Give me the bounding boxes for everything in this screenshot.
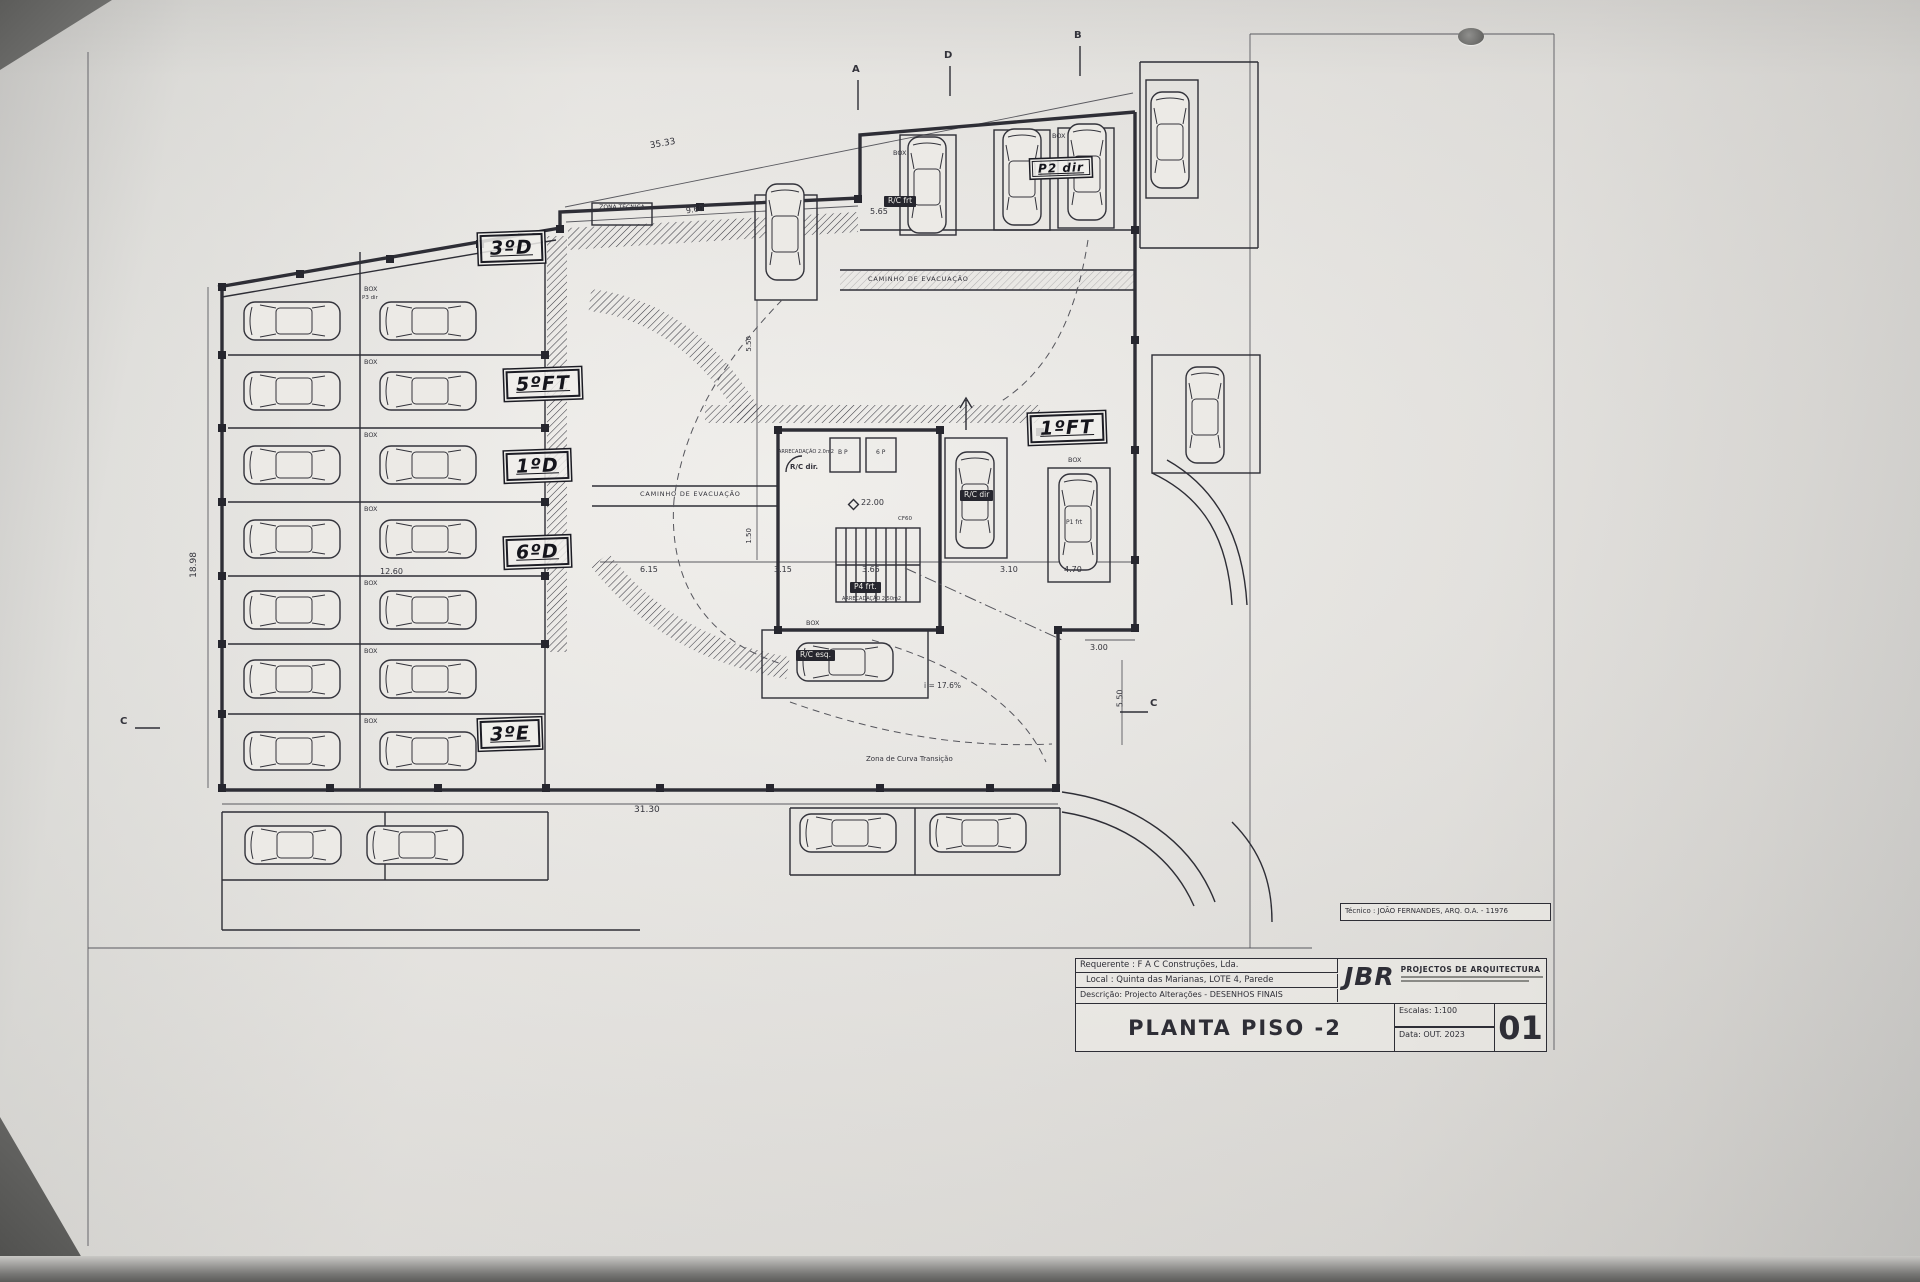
firm-address-microtext-2 [1400, 980, 1529, 982]
zona-tecnica-label: ZONA TÉCNICA [599, 204, 645, 211]
dimension-lines [207, 92, 1135, 805]
dim-31-30: 31.30 [634, 805, 660, 815]
dim-3-10: 3.10 [1000, 565, 1018, 574]
handwritten-unit-1ft: 1ºFT [1029, 412, 1105, 444]
handwritten-unit-3e: 3ºE [479, 718, 541, 750]
handwritten-unit-1d: 1ºD [505, 450, 570, 482]
hole-punch [1458, 28, 1484, 45]
firm-address-microtext-1 [1400, 976, 1543, 978]
stall-label-p3-dir: P3 dir [362, 295, 378, 301]
box-label-center: BOX [806, 619, 820, 627]
dim-3-00: 3.00 [1090, 643, 1108, 652]
elevator-label-bp: B P [838, 449, 848, 456]
paper-edge-shadow-bottom [0, 1256, 1920, 1282]
stall-label-p1-frt: P1 frt [1066, 519, 1083, 526]
date-cell: Data: OUT. 2023 [1394, 1027, 1494, 1051]
section-marker-c-left: C [120, 716, 128, 727]
door-label-cf60: CF60 [898, 516, 913, 522]
section-marker-b: B [1074, 30, 1082, 41]
dim-3-15: 3.15 [774, 565, 792, 574]
level-mark: 22.00 [861, 498, 884, 507]
room-label-rc-dir: R/C dir. [790, 463, 819, 471]
storage-label-20: ARRECADAÇÃO 2.0m2 [778, 449, 834, 455]
section-marker-d: D [944, 50, 953, 61]
handwritten-unit-1ft-text: 1ºFT [1039, 416, 1095, 440]
dim-5-50-right: 5.50 [1115, 689, 1125, 708]
dim-12-60: 12.60 [380, 567, 403, 576]
elevator-label-6p: 6 P [876, 449, 886, 456]
ramp-slope-label: i = 17.6% [924, 681, 961, 690]
box-label-topright2: BOX [1052, 132, 1066, 140]
dim-18-98: 18.98 [188, 552, 199, 578]
scale-cell: Escalas: 1:100 [1394, 1003, 1494, 1027]
handwritten-unit-1d-text: 1ºD [515, 454, 560, 478]
sheet-frame-lines [87, 33, 1555, 1246]
handwritten-unit-5ft: 5ºFT [505, 368, 581, 400]
handwritten-unit-p2-dir-text: P2 dir [1037, 160, 1085, 176]
handwritten-unit-3e-text: 3ºE [489, 722, 531, 746]
dim-5-50-mid: 5.50 [744, 336, 753, 352]
drive-path-dashed [672, 239, 1089, 763]
handwritten-unit-3d-text: 3ºD [489, 236, 534, 260]
dim-5-65: 5.65 [870, 207, 888, 216]
unit-tag-p4-frt: P4 frt. [850, 582, 881, 593]
box-label-topright1: BOX [893, 149, 907, 157]
firm-logo-subtitle: PROJECTOS DE ARQUITECTURA [1400, 965, 1541, 974]
title-block-requerente: Requerente : F A C Construções, Lda. [1076, 959, 1338, 973]
handwritten-unit-6d: 6ºD [505, 536, 570, 568]
box-label-row5: BOX [364, 579, 378, 587]
title-block-descricao: Descrição: Projecto Alterações - DESENHO… [1076, 989, 1338, 1002]
parked-cars [243, 91, 1225, 865]
unit-tag-rc-esq: R/C esq. [796, 650, 836, 661]
box-label-midright: BOX [1068, 456, 1082, 464]
dim-6-15: 6.15 [640, 565, 658, 574]
sheet-number: 01 [1494, 1003, 1546, 1051]
box-label-row7: BOX [364, 717, 378, 725]
box-label-row6: BOX [364, 647, 378, 655]
evacuation-path-label-mid: CAMINHO DE EVACUAÇÃO [640, 490, 741, 498]
firm-logo: JBR [1344, 962, 1395, 991]
axis-dashed [904, 567, 1063, 641]
box-label-row4: BOX [364, 505, 378, 513]
box-label-row1: BOX [364, 285, 378, 293]
handwritten-unit-5ft-text: 5ºFT [515, 372, 571, 396]
handwritten-unit-6d-text: 6ºD [515, 540, 560, 564]
section-marker-a: A [852, 64, 860, 75]
box-label-row3: BOX [364, 431, 378, 439]
box-label-row2: BOX [364, 358, 378, 366]
technician-strip: Técnico : JOÃO FERNANDES, ARQ. O.A. - 11… [1340, 903, 1551, 921]
dim-4-70: 4.70 [1064, 565, 1082, 574]
evacuation-path-label-top: CAMINHO DE EVACUAÇÃO [868, 275, 969, 283]
dim-1-50: 1.50 [744, 528, 753, 544]
title-block: Requerente : F A C Construções, Lda. Loc… [1075, 958, 1547, 1052]
title-block-logo-area: JBR PROJECTOS DE ARQUITECTURA [1338, 959, 1546, 1003]
outer-walls [217, 110, 1137, 792]
handwritten-unit-3d: 3ºD [479, 232, 544, 264]
drawing-title: PLANTA PISO -2 [1076, 1003, 1394, 1051]
storage-label-250: ARRECADAÇÃO 2.50m2 [842, 596, 902, 602]
transition-curve-label: Zona de Curva Transição [866, 755, 953, 763]
title-block-local: Local : Quinta das Marianas, LOTE 4, Par… [1076, 974, 1338, 988]
handwritten-unit-p2-dir: P2 dir [1031, 158, 1091, 178]
structural-columns [218, 195, 1139, 792]
unit-tag-rc-frt: R/C frt [884, 196, 917, 207]
dim-3-65: 3.65 [862, 565, 880, 574]
unit-tag-rc-dir: R/C dir [960, 490, 994, 501]
section-marker-c-right: C [1150, 698, 1158, 709]
